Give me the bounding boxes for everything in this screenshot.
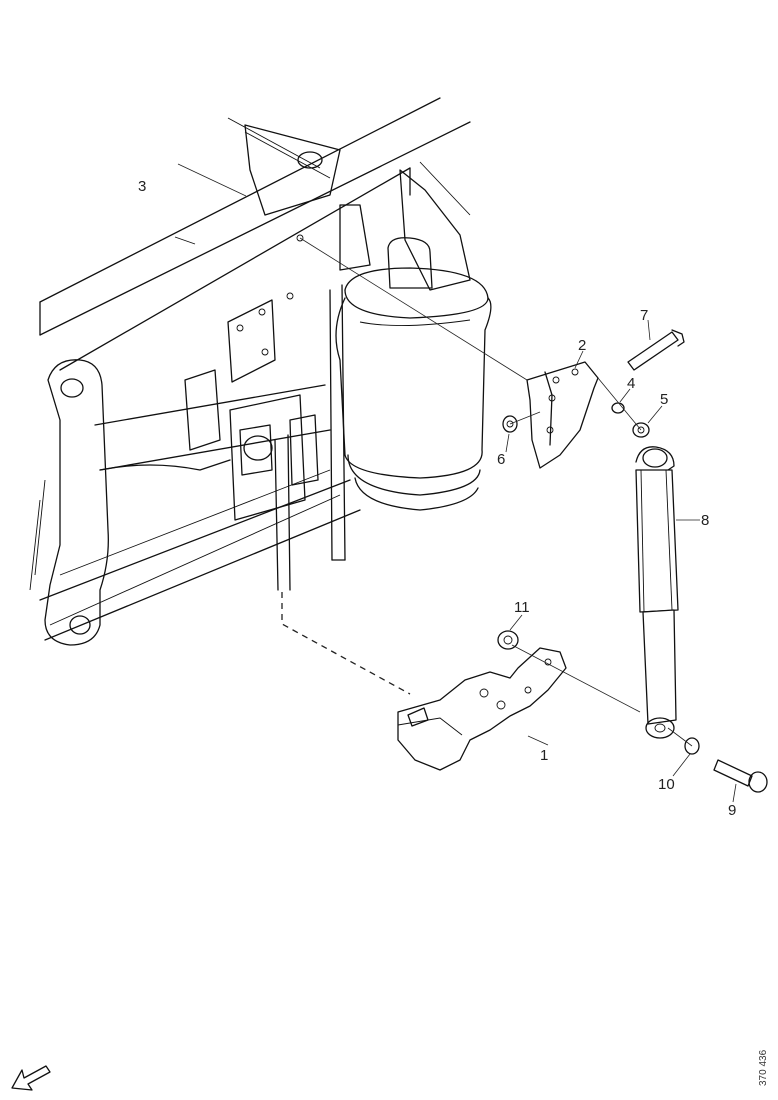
callout-10: 10 bbox=[658, 776, 675, 793]
axle-beam bbox=[39, 384, 361, 641]
nut-part-11 bbox=[497, 630, 519, 650]
frame-crossmember bbox=[244, 124, 471, 291]
upper-shock-bracket bbox=[526, 361, 599, 469]
callout-labels: 1 2 3 4 5 6 7 8 9 10 11 bbox=[138, 178, 736, 819]
drawing-code: 370 436 bbox=[758, 1049, 769, 1086]
air-spring bbox=[335, 237, 492, 511]
callout-11: 11 bbox=[514, 599, 530, 616]
callout-7: 7 bbox=[640, 307, 648, 324]
bolt-part-9 bbox=[713, 759, 768, 793]
callout-leaders bbox=[505, 319, 737, 803]
washer-part-4 bbox=[611, 402, 625, 414]
support-posts bbox=[274, 284, 346, 591]
shock-absorber-part-8 bbox=[635, 446, 679, 739]
callout-4: 4 bbox=[627, 375, 635, 392]
lower-bracket-part-1 bbox=[397, 647, 567, 771]
callout-6: 6 bbox=[497, 451, 505, 468]
callout-1: 1 bbox=[540, 747, 548, 764]
bolt-part-7 bbox=[627, 329, 685, 371]
frame-brackets bbox=[184, 234, 319, 521]
callout-9: 9 bbox=[728, 802, 736, 819]
callout-5: 5 bbox=[660, 391, 668, 408]
nut-part-5 bbox=[632, 422, 650, 438]
frame-rail bbox=[39, 97, 471, 371]
forward-arrow-icon bbox=[11, 1065, 51, 1091]
nut-part-6 bbox=[502, 415, 518, 433]
callout-3: 3 bbox=[138, 178, 146, 195]
assembly-lines bbox=[177, 163, 693, 747]
trailing-arm bbox=[29, 359, 109, 646]
washer-part-10 bbox=[684, 737, 700, 755]
callout-8: 8 bbox=[701, 512, 709, 529]
callout-2: 2 bbox=[578, 337, 586, 354]
